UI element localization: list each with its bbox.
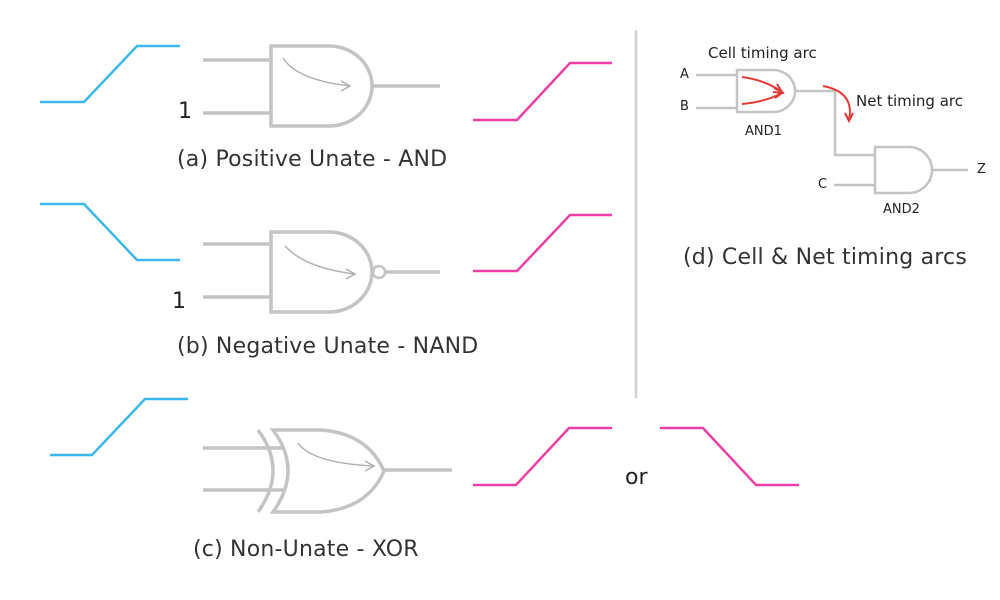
xor-gate-c	[203, 428, 452, 514]
caption-non-unate: (c) Non-Unate - XOR	[193, 537, 419, 562]
net-timing-arc-label: Net timing arc	[856, 92, 963, 110]
input-b-label: B	[680, 99, 689, 114]
output-waveform-rising-a	[473, 61, 612, 122]
or-label: or	[625, 465, 648, 490]
and1-gate	[696, 68, 797, 114]
output-waveform-rising-c	[473, 426, 612, 487]
input-c-label: C	[818, 177, 828, 192]
input-waveform-falling-b	[40, 202, 180, 262]
and-gate-a	[203, 44, 440, 128]
tied-input-one-b: 1	[172, 289, 186, 314]
arc-arrow-c	[297, 442, 376, 472]
caption-cell-net-arcs: (d) Cell & Net timing arcs	[683, 245, 967, 270]
input-waveform-rising-a	[40, 44, 180, 104]
input-waveform-rising-c	[50, 397, 188, 457]
output-waveform-falling-c	[660, 426, 799, 487]
caption-negative-unate: (b) Negative Unate - NAND	[177, 334, 479, 359]
arc-arrow-b	[284, 245, 357, 280]
arc-arrow-a	[282, 57, 352, 92]
and1-label: AND1	[745, 124, 782, 139]
and2-gate	[834, 145, 968, 195]
cell-timing-arc-label: Cell timing arc	[708, 44, 817, 62]
net-timing-arc-arrow	[822, 85, 854, 124]
input-a-label: A	[680, 67, 689, 82]
net-wire	[795, 89, 875, 157]
output-z-label: Z	[977, 162, 986, 177]
and2-label: AND2	[883, 202, 920, 217]
tied-input-one-a: 1	[178, 99, 192, 124]
caption-positive-unate: (a) Positive Unate - AND	[177, 147, 448, 172]
output-waveform-rising-b	[473, 213, 612, 273]
cell-timing-arc-arrows	[741, 76, 785, 105]
nand-gate-b	[203, 230, 440, 314]
